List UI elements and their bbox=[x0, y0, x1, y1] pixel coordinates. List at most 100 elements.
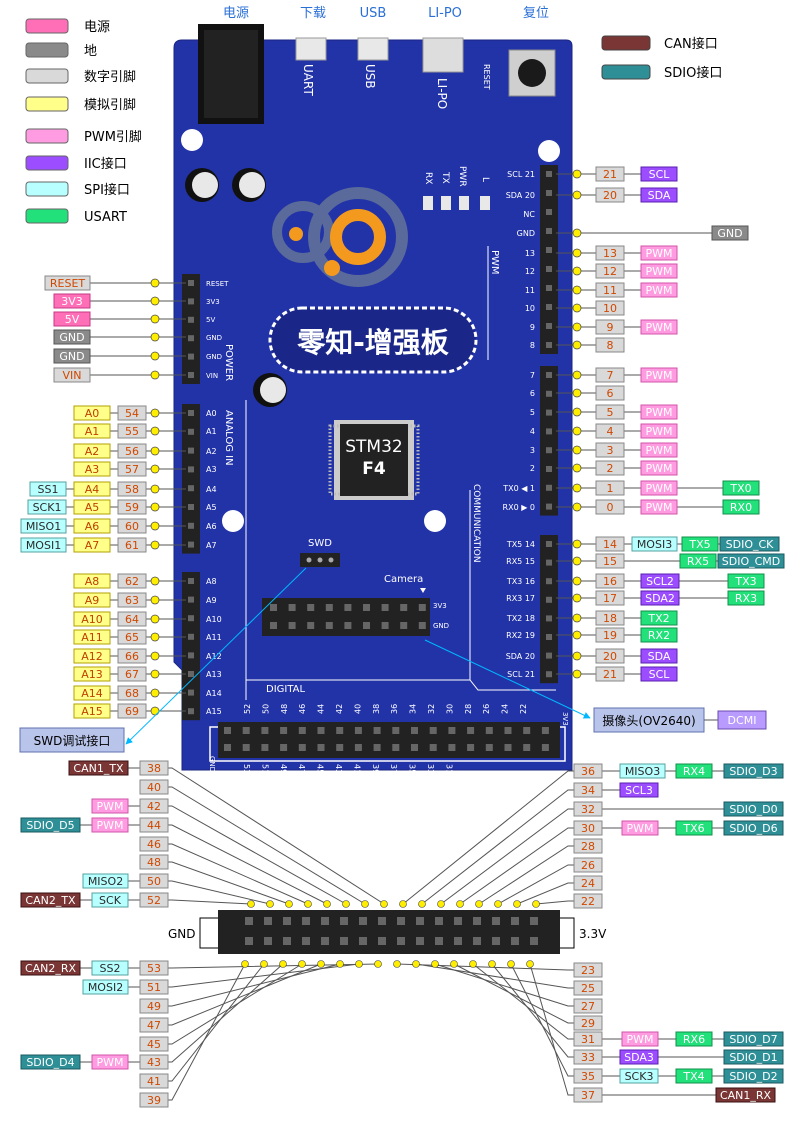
pin-label-digital: 8 bbox=[595, 337, 625, 353]
pin-dot bbox=[572, 340, 582, 350]
pin-label-text: 27 bbox=[581, 1000, 595, 1013]
pin-label-text: PWM bbox=[645, 406, 672, 419]
pin-label-pwm: PWM bbox=[640, 480, 678, 496]
mount-hole bbox=[424, 510, 446, 532]
pin-label-text: SCK1 bbox=[33, 501, 62, 514]
legend-label: PWM引脚 bbox=[84, 129, 142, 145]
pin-label-pwm: PWM bbox=[640, 319, 678, 335]
digital-header[interactable] bbox=[218, 722, 560, 758]
pin-dot bbox=[150, 408, 160, 418]
pin-label-text: 51 bbox=[147, 981, 161, 994]
usb-connector[interactable] bbox=[357, 37, 389, 61]
pin-label-text: 29 bbox=[581, 1017, 595, 1030]
top-label-download: 下载 bbox=[300, 6, 326, 21]
pin-dot bbox=[572, 370, 582, 380]
pin-label-text: 56 bbox=[125, 445, 139, 458]
pin-dot bbox=[342, 900, 350, 908]
board-pin-name: 3V3 bbox=[206, 298, 220, 306]
pin-dot bbox=[572, 228, 582, 238]
reset-vertical-label: RESET bbox=[482, 64, 491, 90]
legend-item-sdio: SDIO接口 bbox=[601, 64, 722, 81]
board-pin-name: RX2 19 bbox=[506, 631, 535, 640]
pin-label-text: TX6 bbox=[682, 822, 704, 835]
uart-connector[interactable] bbox=[295, 37, 327, 61]
pin-label-text: SS2 bbox=[100, 962, 121, 975]
pin-label-text: 65 bbox=[125, 631, 139, 644]
pin-label-text: PWM bbox=[96, 819, 123, 832]
pin-dot bbox=[450, 960, 458, 968]
pin-label-analog: A3 bbox=[73, 461, 111, 477]
board-pin-name: A0 bbox=[206, 409, 217, 418]
pin-label-text: 13 bbox=[603, 247, 617, 260]
pin-label-text: 26 bbox=[581, 859, 595, 872]
led-label-l: L bbox=[480, 177, 490, 182]
pin-label-text: 2 bbox=[607, 462, 614, 475]
digital-pin-number: 43 bbox=[334, 764, 343, 774]
pin-label-text: MOSI1 bbox=[26, 539, 61, 552]
pin-label-usart: RX5 bbox=[679, 553, 717, 569]
pin-dot bbox=[150, 632, 160, 642]
pin-label-text: A13 bbox=[81, 668, 103, 681]
pin-label-digital: 23 bbox=[573, 962, 603, 978]
mount-hole bbox=[538, 140, 560, 162]
pin-dot bbox=[412, 960, 420, 968]
board-pin-name: VIN bbox=[206, 372, 218, 380]
pin-dot bbox=[475, 900, 483, 908]
pin-label-text: GND bbox=[59, 331, 84, 344]
pin-label-text: MOSI3 bbox=[637, 538, 672, 551]
pin-dot bbox=[572, 483, 582, 493]
pin-dot bbox=[150, 426, 160, 436]
board-pin-name: A1 bbox=[206, 427, 217, 436]
pin-label-usart: RX6 bbox=[675, 1031, 713, 1047]
breakout-header-body[interactable] bbox=[218, 910, 560, 954]
digital-pin-number: 46 bbox=[298, 704, 307, 714]
legend-label: 模拟引脚 bbox=[84, 97, 136, 113]
pin-label-text: 67 bbox=[125, 668, 139, 681]
pin-label-digital: 38 bbox=[139, 760, 169, 776]
brand-logo bbox=[272, 187, 408, 287]
pin-label-digital: 44 bbox=[139, 817, 169, 833]
pin-label-text: 7 bbox=[607, 369, 614, 382]
board-pin-name: 5 bbox=[530, 408, 535, 417]
pin-label-text: 16 bbox=[603, 575, 617, 588]
pin-label-text: 18 bbox=[603, 612, 617, 625]
pin-dot bbox=[150, 351, 160, 361]
pin-label-text: A8 bbox=[85, 575, 100, 588]
pin-dot bbox=[150, 706, 160, 716]
pin-label-sdio: SDIO_D2 bbox=[723, 1068, 784, 1084]
digital-pin-number: 53 bbox=[242, 764, 251, 774]
pin-label-pwm: PWM bbox=[640, 245, 678, 261]
camera-header[interactable] bbox=[262, 598, 430, 636]
pin-label-analog: A12 bbox=[73, 648, 111, 664]
reset-button[interactable] bbox=[508, 49, 556, 97]
digital-pin-number: 36 bbox=[390, 704, 399, 714]
pin-label-digital: 31 bbox=[573, 1031, 603, 1047]
pin-dot bbox=[572, 248, 582, 258]
pin-label-digital: 35 bbox=[573, 1068, 603, 1084]
pin-label-digital: 20 bbox=[595, 187, 625, 203]
pin-label-text: SCL3 bbox=[625, 784, 653, 797]
pin-label-text: SS1 bbox=[38, 483, 59, 496]
pin-label-text: 61 bbox=[125, 539, 139, 552]
pin-label-digital: 48 bbox=[139, 854, 169, 870]
pin-label-text: 62 bbox=[125, 575, 139, 588]
legend-label: CAN接口 bbox=[664, 36, 718, 52]
pin-label-text: 69 bbox=[125, 705, 139, 718]
pin-label-can: CAN1_TX bbox=[68, 760, 129, 776]
digital-pin-number: 26 bbox=[482, 704, 491, 714]
pin-label-text: PWM bbox=[645, 265, 672, 278]
pin-label-text: 30 bbox=[581, 822, 595, 835]
digital-pin-number: 42 bbox=[335, 704, 344, 714]
lipo-connector[interactable] bbox=[422, 37, 464, 73]
pin-label-text: A10 bbox=[81, 613, 103, 626]
pin-dot bbox=[298, 960, 306, 968]
top-label-usb: USB bbox=[360, 6, 387, 21]
digital-pin-number: 30 bbox=[445, 704, 454, 714]
pin-label-text: 44 bbox=[147, 819, 161, 832]
pin-label-text: TX4 bbox=[682, 1070, 704, 1083]
pin-label-text: 32 bbox=[581, 803, 595, 816]
pin-label-text: PWM bbox=[96, 1056, 123, 1069]
pin-label-text: SDA2 bbox=[645, 592, 675, 605]
pin-label-sdio: SDIO_CK bbox=[719, 536, 780, 552]
pin-label-usart: TX5 bbox=[681, 536, 719, 552]
